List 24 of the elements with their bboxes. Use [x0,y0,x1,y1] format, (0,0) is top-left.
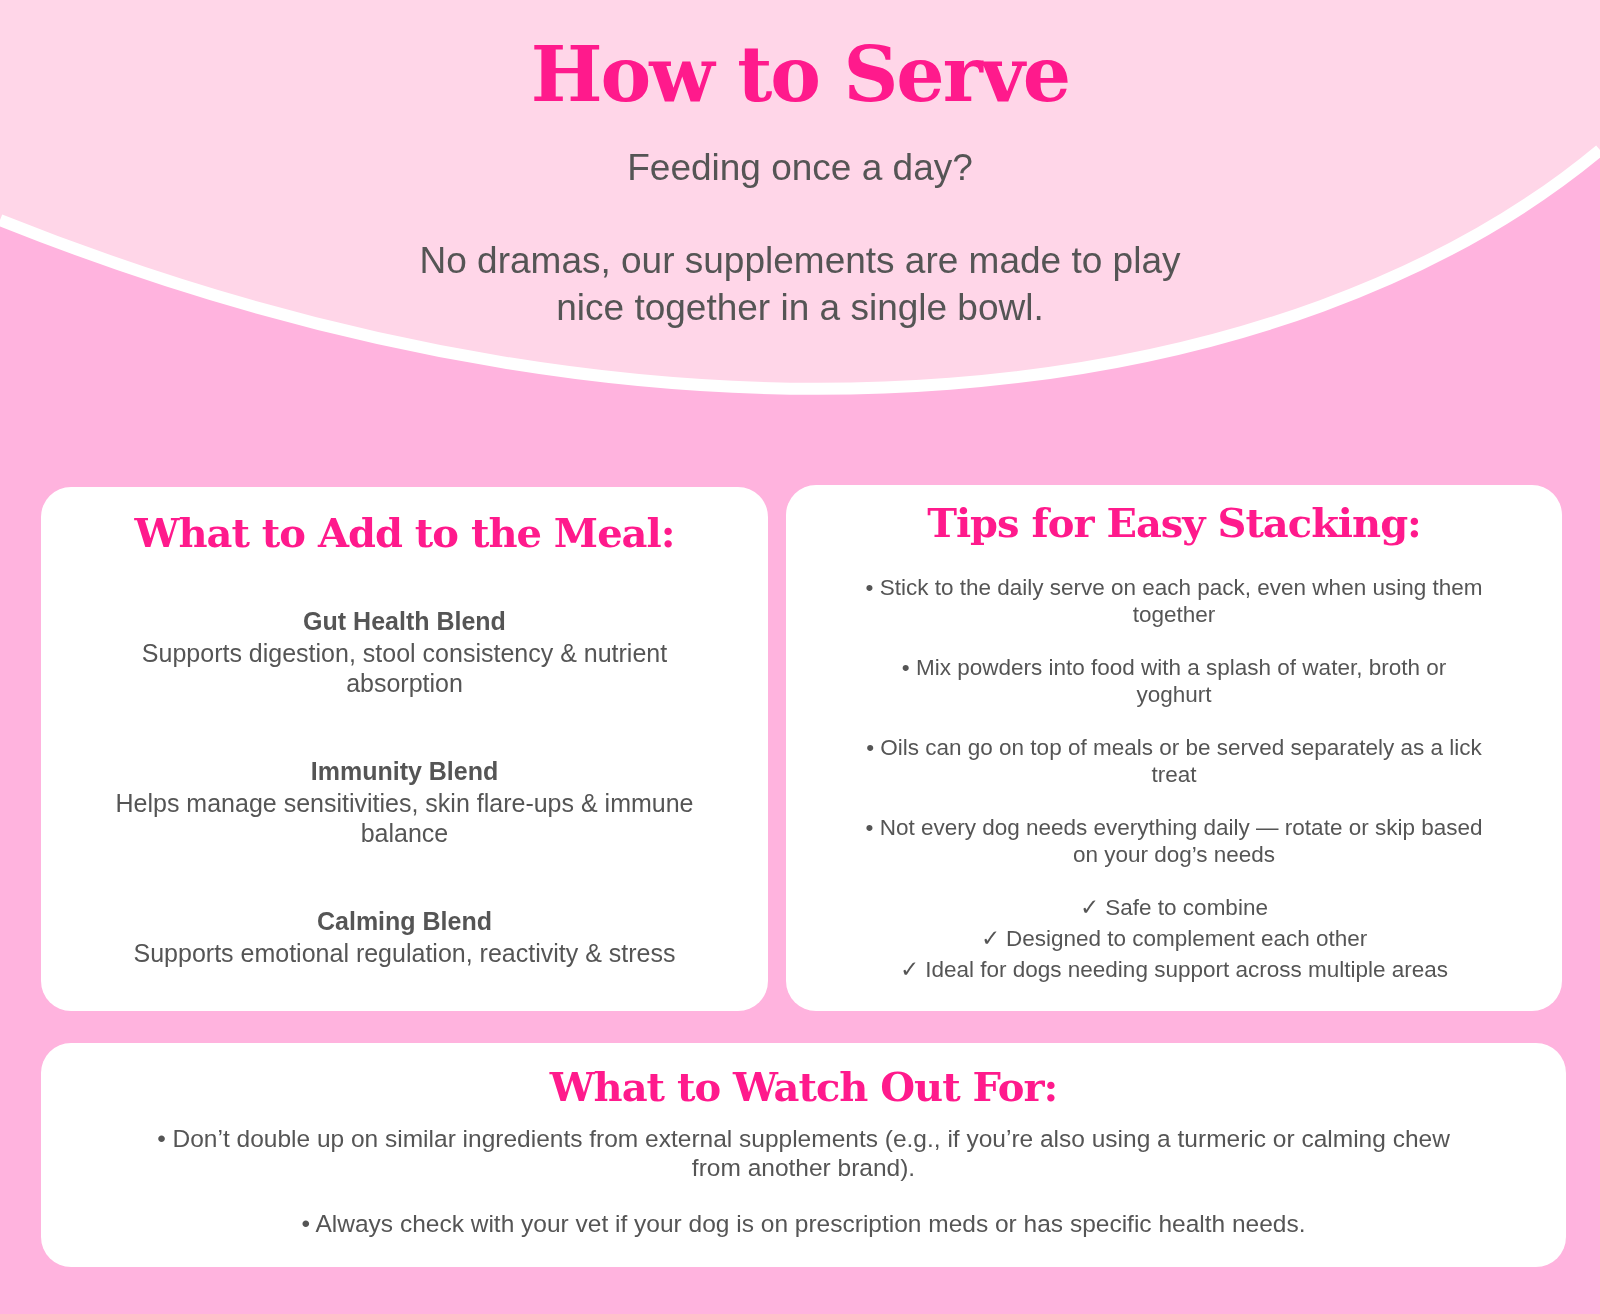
info-card [41,487,768,1011]
blend-name: Gut Health Blend [303,606,506,636]
info-card [41,1043,1566,1267]
tip-text: • Not every dog needs everything daily — rotate or skip based on your dog’s needs [864,814,1484,868]
checklist-item: ✓ Safe to combine [1080,894,1268,921]
blend-name: Immunity Blend [310,756,499,786]
checklist-item: ✓ Ideal for dogs needing support across multiple areas [899,956,1449,983]
checklist-item: ✓ Designed to complement each other [980,925,1368,952]
info-card [786,485,1562,1011]
card-heading: What to Watch Out For: [549,1063,1058,1110]
blend-description: Supports emotional regulation, reactivity & stress [133,938,676,968]
card-heading: Tips for Easy Stacking: [927,499,1421,546]
blend-name: Calming Blend [317,906,492,936]
tip-text: • Oils can go on top of meals or be served separately as a lick treat [865,734,1483,788]
subtitle-text: Feeding once a day? [626,146,974,190]
warning-text: • Don’t double up on similar ingredients from external supplements (e.g., if you’re also using a turmeric or calming chew from another brand). [156,1124,1451,1183]
tip-text: • Mix powders into food with a splash of water, broth or yoghurt [900,654,1448,708]
warning-text: • Always check with your vet if your dog is on prescription meds or has specific health needs. [301,1208,1306,1239]
blend-description: Supports digestion, stool consistency & nutrient absorption [140,638,669,698]
blend-description: Helps manage sensitivities, skin flare-ups & immune balance [114,788,695,848]
subtitle-text: No dramas, our supplements are made to play nice together in a single bowl. [418,239,1182,330]
card-heading: What to Add to the Meal: [134,509,675,556]
tip-text: • Stick to the daily serve on each pack, even when using them together [864,574,1484,628]
page-title: How to Serve [529,30,1071,119]
